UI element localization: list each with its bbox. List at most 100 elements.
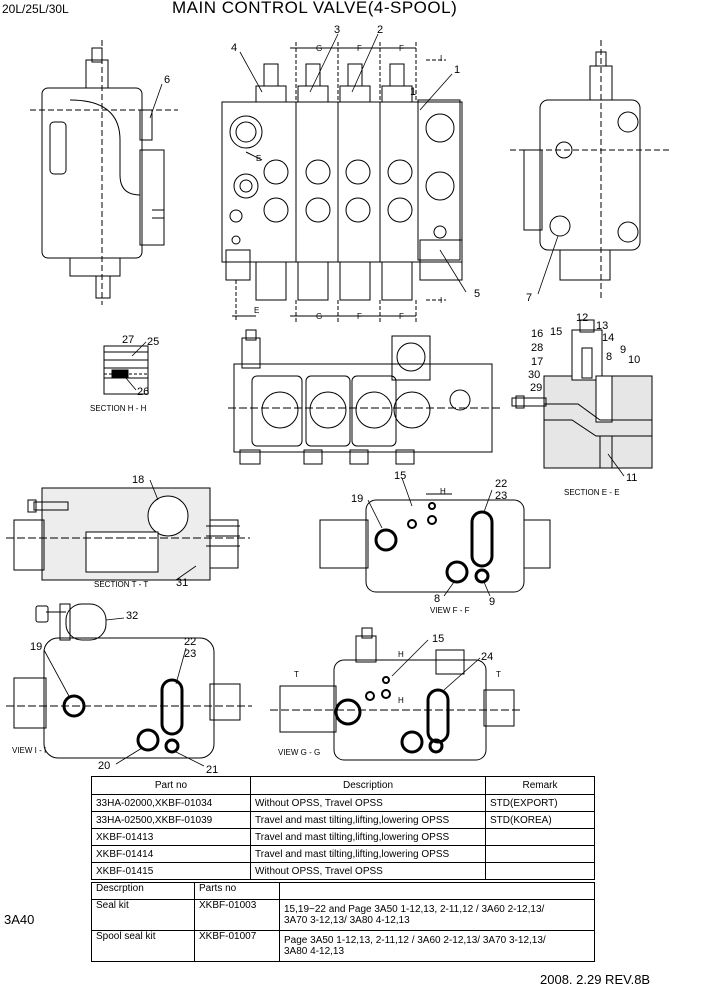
cell-description: Travel and mast tilting,lifting,lowering… bbox=[250, 845, 486, 863]
cell-description: Travel and mast tilting,lifting,lowering… bbox=[250, 828, 486, 846]
kit-table: Descrption Parts no Seal kit XKBF-01003 … bbox=[91, 882, 595, 962]
callout-15-gg: 15 bbox=[432, 633, 445, 645]
dim-i-bottom: I bbox=[440, 296, 443, 305]
dim-f-bottom-1: F bbox=[357, 312, 362, 321]
callout-8-ee: 8 bbox=[606, 351, 613, 363]
col-kit-notes bbox=[279, 882, 595, 900]
cell-kit-name: Seal kit bbox=[91, 899, 195, 931]
callout-24: 24 bbox=[481, 651, 494, 663]
cell-remark: STD(KOREA) bbox=[485, 811, 595, 829]
cell-description: Without OPSS, Travel OPSS bbox=[250, 862, 486, 880]
callout-1b: 1 bbox=[410, 86, 417, 98]
callout-26: 26 bbox=[137, 386, 150, 398]
view-ii-drawing bbox=[6, 603, 252, 759]
callout-31: 31 bbox=[176, 577, 189, 589]
callout-4: 4 bbox=[231, 42, 238, 54]
revision-date: 2008. 2.29 REV.8B bbox=[540, 972, 651, 987]
callout-11: 11 bbox=[626, 472, 638, 484]
kit-note-line: 15,19~22 and Page 3A50 1-12,13, 2-11,12 … bbox=[284, 904, 545, 915]
dim-f-top-1: F bbox=[357, 44, 362, 53]
cell-description: Travel and mast tilting,lifting,lowering… bbox=[250, 811, 486, 829]
section-ee-drawing bbox=[511, 319, 653, 469]
dim-f-bottom-2: F bbox=[399, 312, 404, 321]
dim-g-bottom: G bbox=[316, 312, 323, 321]
parts-table: Part no Description Remark 33HA-02000,XK… bbox=[91, 776, 595, 880]
cell-part-no: 33HA-02500,XKBF-01039 bbox=[91, 811, 251, 829]
front-view-top bbox=[221, 42, 463, 322]
table-row: XKBF-01414 Travel and mast tilting,lifti… bbox=[91, 845, 595, 863]
callout-28: 28 bbox=[531, 342, 544, 354]
callout-21: 21 bbox=[206, 764, 219, 776]
kit-note-line: 3A80 4-12,13 bbox=[284, 946, 345, 957]
callout-15-ee: 15 bbox=[550, 326, 563, 338]
table-row: Spool seal kit XKBF-01007 Page 3A50 1-12… bbox=[91, 930, 595, 962]
callout-19-ff: 19 bbox=[351, 493, 364, 505]
cell-remark bbox=[485, 828, 595, 846]
dim-h-ff: H bbox=[440, 487, 446, 496]
callout-22-ii: 22 bbox=[184, 636, 197, 648]
cell-kit-part: XKBF-01007 bbox=[194, 930, 280, 962]
section-ee-caption: SECTION E - E bbox=[564, 488, 620, 497]
callout-5: 5 bbox=[474, 288, 481, 300]
callout-7: 7 bbox=[526, 292, 533, 304]
dim-i-top: I bbox=[440, 54, 443, 63]
callout-12: 12 bbox=[576, 312, 589, 324]
dim-t-left: T bbox=[294, 670, 299, 679]
view-ii-caption: VIEW I - I bbox=[12, 746, 47, 755]
model-label: 20L/25L/30L bbox=[2, 2, 69, 16]
section-hh-caption: SECTION H - H bbox=[90, 404, 147, 413]
view-ff-caption: VIEW F - F bbox=[430, 606, 470, 615]
kit-note-line: 3A70 3-12,13/ 3A80 4-12,13 bbox=[284, 915, 410, 926]
leader-lines bbox=[43, 33, 625, 767]
callout-2: 2 bbox=[377, 24, 384, 36]
table-row: Seal kit XKBF-01003 15,19~22 and Page 3A… bbox=[91, 899, 595, 931]
callout-18: 18 bbox=[132, 474, 145, 486]
cell-kit-notes: 15,19~22 and Page 3A50 1-12,13, 2-11,12 … bbox=[279, 899, 595, 931]
dim-h-gg-bottom: H bbox=[398, 696, 404, 705]
kit-note-line: Page 3A50 1-12,13, 2-11,12 / 3A60 2-12,1… bbox=[284, 935, 546, 946]
dim-f-top-2: F bbox=[399, 44, 404, 53]
callout-32: 32 bbox=[126, 610, 139, 622]
callout-17: 17 bbox=[531, 356, 544, 368]
view-gg-drawing bbox=[270, 627, 522, 761]
callout-9-ff: 9 bbox=[489, 596, 496, 608]
cell-remark: STD(EXPORT) bbox=[485, 794, 595, 812]
callout-13: 13 bbox=[596, 320, 609, 332]
callout-25: 25 bbox=[147, 336, 160, 348]
page-title: MAIN CONTROL VALVE(4-SPOOL) bbox=[172, 0, 458, 17]
front-view-middle bbox=[228, 329, 500, 465]
callout-22-ff: 22 bbox=[495, 478, 508, 490]
cell-part-no: XKBF-01413 bbox=[91, 828, 251, 846]
dim-t-right: T bbox=[496, 670, 501, 679]
cell-part-no: XKBF-01415 bbox=[91, 862, 251, 880]
view-ff-drawing bbox=[319, 493, 551, 593]
parts-table-header: Part no Description Remark bbox=[91, 776, 595, 795]
cell-kit-notes: Page 3A50 1-12,13, 2-11,12 / 3A60 2-12,1… bbox=[279, 930, 595, 962]
dim-g-top: G bbox=[316, 44, 323, 53]
kit-table-header: Descrption Parts no bbox=[91, 882, 595, 900]
callout-9-ee: 9 bbox=[620, 344, 627, 356]
section-tt-caption: SECTION T - T bbox=[94, 580, 149, 589]
side-view-left bbox=[30, 40, 178, 305]
callout-29: 29 bbox=[530, 382, 543, 394]
dim-e-bottom: E bbox=[254, 306, 260, 315]
table-row: XKBF-01413 Travel and mast tilting,lifti… bbox=[91, 828, 595, 846]
view-gg-caption: VIEW G - G bbox=[278, 748, 321, 757]
section-tt-drawing bbox=[6, 487, 250, 581]
table-row: 33HA-02500,XKBF-01039 Travel and mast ti… bbox=[91, 811, 595, 829]
callout-20: 20 bbox=[98, 760, 111, 772]
col-remark: Remark bbox=[485, 776, 595, 795]
callout-8-ff: 8 bbox=[434, 593, 441, 605]
cell-part-no: XKBF-01414 bbox=[91, 845, 251, 863]
col-kit-description: Descrption bbox=[91, 882, 195, 900]
callout-23-ii: 23 bbox=[184, 648, 197, 660]
callout-1a: 1 bbox=[454, 64, 461, 76]
dim-e-inner: E bbox=[256, 154, 262, 163]
col-description: Description bbox=[250, 776, 486, 795]
cell-kit-part: XKBF-01003 bbox=[194, 899, 280, 931]
cell-remark bbox=[485, 862, 595, 880]
cell-description: Without OPSS, Travel OPSS bbox=[250, 794, 486, 812]
table-row: XKBF-01415 Without OPSS, Travel OPSS bbox=[91, 862, 595, 880]
callout-30: 30 bbox=[528, 369, 541, 381]
